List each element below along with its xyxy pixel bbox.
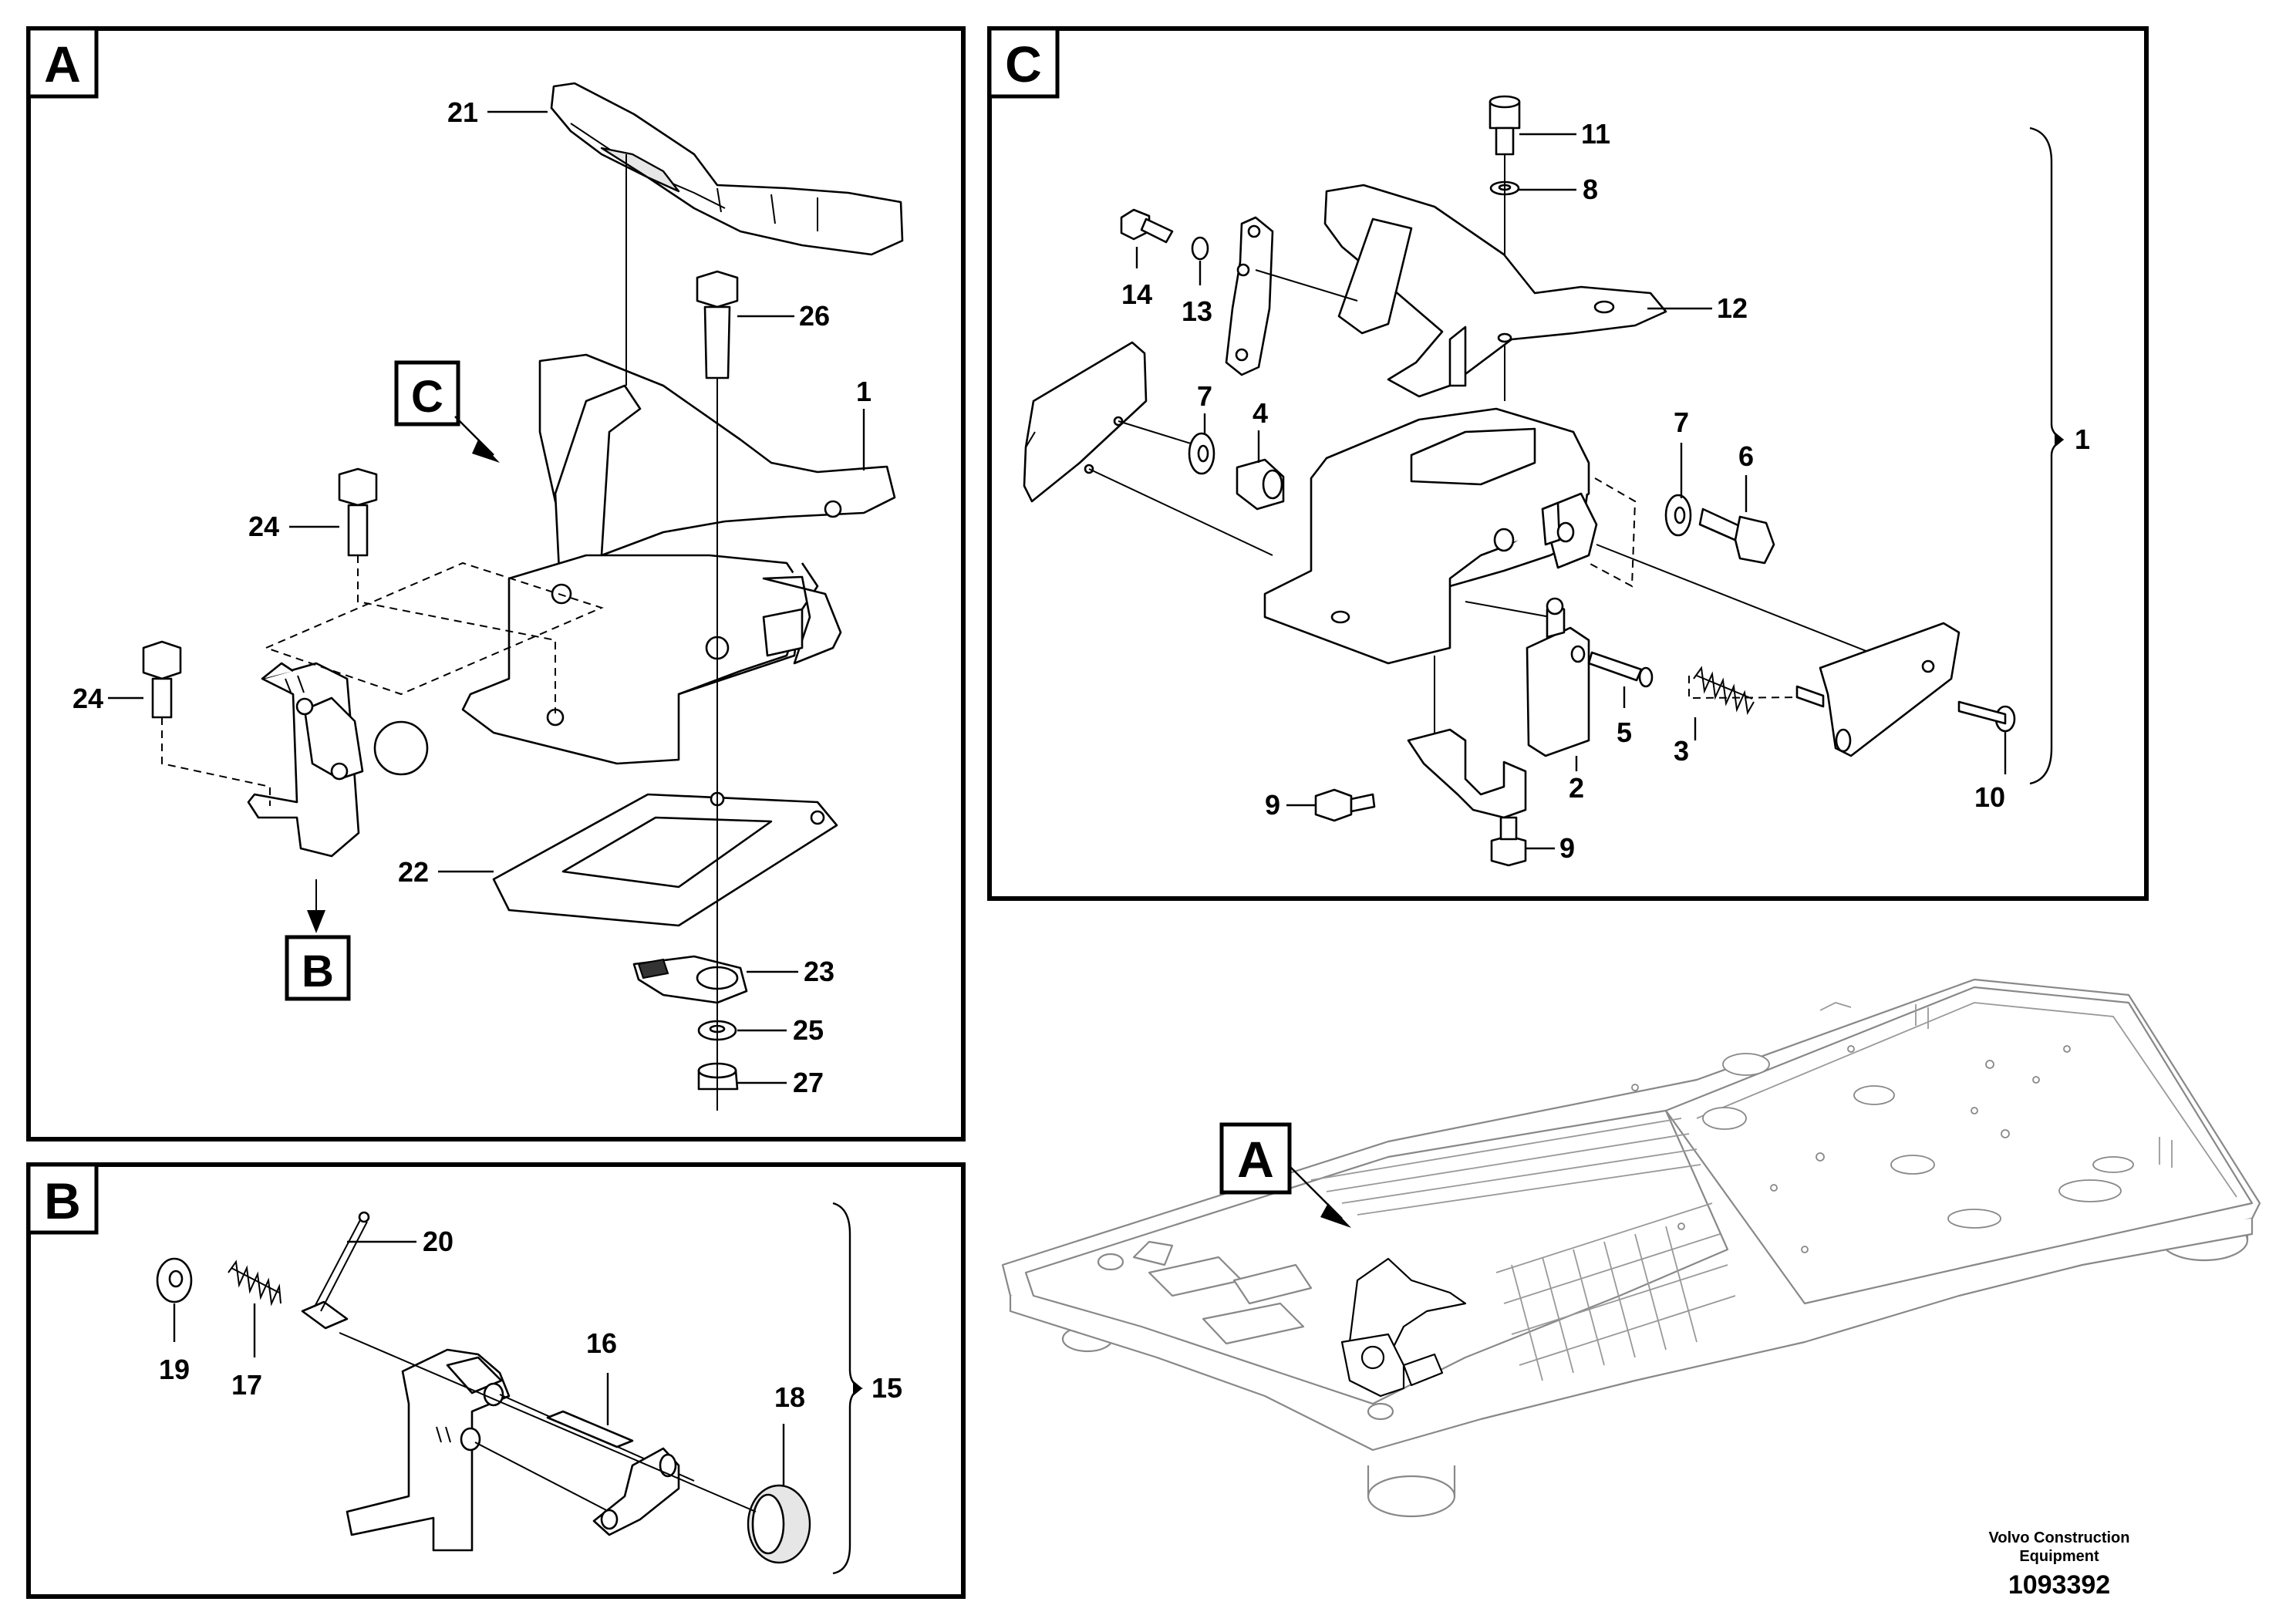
- bolt-part: [1698, 508, 1775, 565]
- callout-10: 10: [1974, 781, 2005, 813]
- pin-part: [301, 1211, 416, 1330]
- bolt-part: [1314, 788, 1376, 822]
- callout-15: 15: [872, 1372, 902, 1404]
- callout-1: 1: [2075, 423, 2090, 455]
- callout-9: 9: [1559, 832, 1575, 864]
- callout-9: 9: [1265, 789, 1280, 821]
- callout-4: 4: [1253, 397, 1268, 429]
- bolt-part: [142, 640, 182, 719]
- callout-24: 24: [72, 683, 103, 714]
- callout-12: 12: [1717, 292, 1748, 324]
- callout-13: 13: [1182, 295, 1212, 327]
- company-name-line2: Equipment: [2019, 1548, 2099, 1565]
- side-plate-part: [1795, 622, 1961, 757]
- reference-plane: [264, 561, 604, 696]
- bolt-part: [1120, 208, 1174, 244]
- callout-6: 6: [1738, 440, 1754, 472]
- panel-c: C: [987, 26, 2149, 901]
- drawing-number: 1093392: [2008, 1570, 2110, 1600]
- angle-bracket-part: [1407, 656, 1527, 819]
- overview-floor: [1001, 978, 2261, 1518]
- callout-3: 3: [1674, 735, 1689, 767]
- panel-b-label: B: [44, 1172, 81, 1229]
- clip-nut-part: [632, 955, 748, 1004]
- reference-c-tag: C: [394, 360, 500, 463]
- panel-b: B: [26, 1162, 966, 1599]
- pedal-pad-part: [550, 82, 904, 256]
- spring-part: [1688, 666, 1813, 715]
- callout-23: 23: [804, 956, 834, 987]
- reference-a-tag: A: [1219, 1122, 1351, 1228]
- callout-20: 20: [423, 1226, 453, 1257]
- callout-26: 26: [799, 300, 830, 332]
- callout-27: 27: [793, 1067, 824, 1098]
- gasket-part: [492, 791, 838, 927]
- callout-17: 17: [231, 1369, 262, 1401]
- panel-a: A: [26, 26, 966, 1141]
- micro-switch-part: [1526, 597, 1590, 757]
- callout-1: 1: [856, 376, 872, 407]
- callout-18: 18: [774, 1381, 805, 1413]
- svg-text:A: A: [1237, 1131, 1274, 1188]
- callout-2: 2: [1569, 772, 1584, 804]
- callout-19: 19: [159, 1354, 190, 1385]
- screw-part: [1489, 95, 1521, 156]
- callout-8: 8: [1583, 174, 1598, 205]
- washer-part: [1191, 236, 1209, 261]
- panel-c-label: C: [1005, 35, 1042, 93]
- reference-b-tag: B: [285, 910, 351, 1001]
- washer-part: [1664, 494, 1692, 537]
- svg-text:C: C: [411, 372, 443, 422]
- bushing-part: [1236, 458, 1285, 511]
- callout-25: 25: [793, 1014, 824, 1046]
- knob-part: [747, 1484, 811, 1564]
- panel-a-label: A: [44, 35, 81, 93]
- callout-7: 7: [1674, 406, 1689, 438]
- pedal-bracket-part: [1323, 184, 1667, 398]
- callout-16: 16: [586, 1327, 617, 1359]
- washer-part: [156, 1257, 193, 1303]
- lock-mechanism-part: [247, 662, 429, 858]
- bolt-part: [338, 467, 378, 557]
- callout-14: 14: [1121, 278, 1152, 310]
- screw-part: [1587, 651, 1654, 688]
- svg-text:B: B: [302, 946, 334, 996]
- callout-5: 5: [1617, 717, 1632, 748]
- bolt-part: [696, 270, 739, 379]
- bolt-part: [1490, 816, 1527, 867]
- callout-7: 7: [1197, 380, 1212, 412]
- company-name-line1: Volvo Construction: [1989, 1529, 2130, 1546]
- screw-part: [1957, 700, 2016, 733]
- callout-21: 21: [447, 96, 478, 128]
- callout-22: 22: [398, 856, 429, 888]
- side-plate-part: [1023, 341, 1148, 503]
- washer-part: [1188, 432, 1215, 475]
- spring-part: [228, 1259, 282, 1307]
- drawing-caption: Volvo Construction Equipment 1093392: [1989, 1529, 2130, 1600]
- callout-11: 11: [1581, 118, 1610, 150]
- callout-24: 24: [248, 511, 279, 542]
- link-plate-part: [1225, 216, 1274, 376]
- bracket-assembly-part: [1263, 407, 1598, 665]
